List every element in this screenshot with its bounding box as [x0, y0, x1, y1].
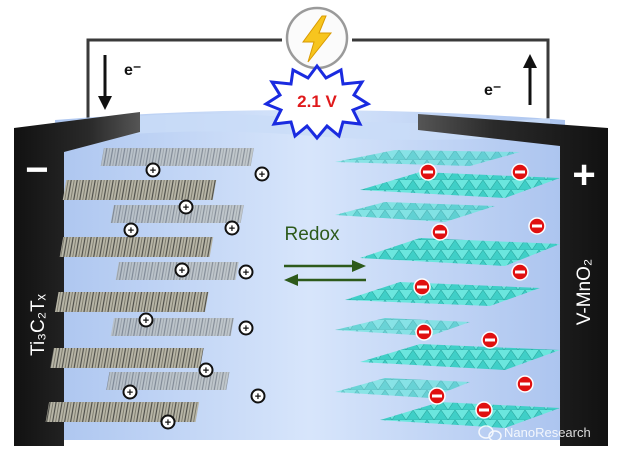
electron-arrow-left-icon — [98, 55, 112, 110]
electron-arrow-right-icon — [523, 54, 537, 105]
electron-label-left: e⁻ — [124, 62, 141, 79]
mxene-layer — [50, 348, 204, 368]
cation-icon: + — [174, 262, 190, 278]
lightning-bolt-icon — [302, 15, 333, 63]
voltage-label: 2.1 V — [297, 92, 337, 111]
anion-icon — [511, 263, 529, 281]
svg-text:+: + — [127, 387, 133, 399]
anion-icon — [528, 217, 546, 235]
circuit-wire — [86, 38, 550, 128]
mxene-layer — [106, 372, 230, 390]
mxene-layer — [54, 292, 209, 312]
mno2-layers — [335, 150, 560, 428]
svg-text:+: + — [243, 323, 249, 335]
cation-icon: + — [122, 384, 138, 400]
mxene-layer — [59, 237, 214, 257]
anion-icon — [415, 323, 433, 341]
anion-icon — [511, 163, 529, 181]
mno2-layer — [345, 282, 540, 306]
svg-text:+: + — [203, 365, 209, 377]
mxene-layer — [110, 318, 234, 336]
svg-text:+: + — [143, 315, 149, 327]
redox-label: Redox — [285, 224, 340, 245]
negative-sign: − — [25, 148, 48, 192]
mxene-layer — [100, 148, 254, 166]
positive-sign: + — [572, 153, 595, 197]
positive-electrode-label: V-MnO₂ — [574, 259, 595, 326]
cation-icon: + — [145, 162, 161, 178]
anion-icon — [413, 278, 431, 296]
svg-text:+: + — [165, 417, 171, 429]
electron-label-right: e⁻ — [484, 82, 501, 99]
anion-icon — [419, 163, 437, 181]
anion-icon — [481, 331, 499, 349]
svg-text:+: + — [128, 225, 134, 237]
wechat-icon — [478, 425, 502, 442]
anion-icon — [428, 387, 446, 405]
arrowhead-right-icon — [352, 260, 366, 272]
svg-text:+: + — [229, 223, 235, 235]
mno2-layer — [380, 402, 560, 428]
cation-icon: + — [250, 388, 266, 404]
svg-text:+: + — [183, 202, 189, 214]
watermark-text: NanoResearch — [504, 425, 591, 440]
cation-icon: + — [138, 312, 154, 328]
svg-text:+: + — [243, 267, 249, 279]
cation-icon: + — [198, 362, 214, 378]
cation-icon: + — [123, 222, 139, 238]
cation-icon: + — [254, 166, 270, 182]
negative-electrode-label: Ti₃C₂Tₓ — [28, 293, 49, 356]
mxene-layer — [62, 180, 217, 200]
redox-arrows — [284, 260, 366, 286]
lightbulb-icon — [285, 6, 349, 70]
cation-icon: + — [224, 220, 240, 236]
mno2-layer — [335, 150, 520, 166]
svg-text:+: + — [255, 391, 261, 403]
watermark: NanoResearch — [478, 425, 591, 442]
voltage-burst: 2.1 V — [262, 63, 372, 141]
cations: + + + + + + + + + + + + + — [122, 162, 270, 430]
cation-icon: + — [178, 199, 194, 215]
svg-text:+: + — [179, 265, 185, 277]
starburst-icon — [262, 63, 372, 141]
cation-icon: + — [238, 320, 254, 336]
mno2-layer — [335, 202, 495, 222]
cation-icon: + — [160, 414, 176, 430]
positive-electrode — [418, 114, 608, 446]
mno2-layer — [335, 318, 470, 336]
svg-text:+: + — [150, 165, 156, 177]
negative-electrode — [14, 112, 140, 446]
anion-icon — [431, 223, 449, 241]
anions — [413, 163, 546, 419]
cation-icon: + — [238, 264, 254, 280]
anion-icon — [516, 375, 534, 393]
mno2-layer — [360, 344, 560, 370]
svg-text:+: + — [259, 169, 265, 181]
anion-icon — [475, 401, 493, 419]
mno2-layer — [360, 238, 560, 266]
mno2-layer — [360, 172, 560, 198]
mxene-layer — [45, 402, 200, 422]
mxene-layer — [110, 205, 244, 223]
arrowhead-left-icon — [284, 274, 298, 286]
